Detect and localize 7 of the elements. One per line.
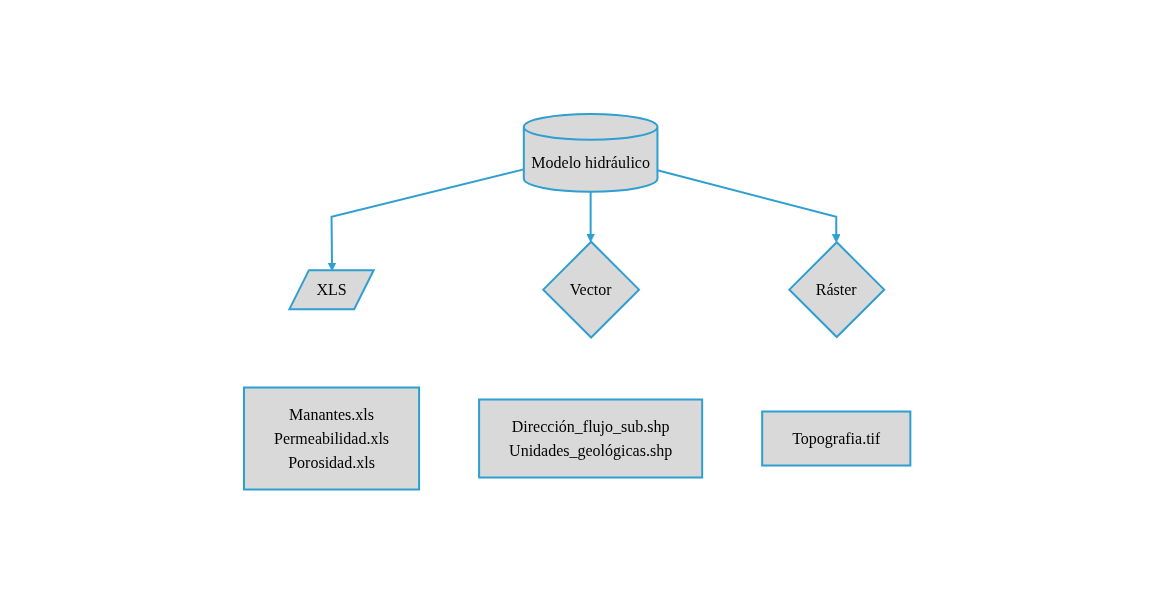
node-diamond: Ráster bbox=[788, 240, 886, 339]
arrow bbox=[586, 190, 596, 242]
node-diamond: Vector bbox=[542, 240, 641, 339]
node-box: Manantes.xls Permeabilidad.xls Porosidad.xls bbox=[243, 386, 421, 491]
node-box: Dirección_flujo_sub.shp Unidades_geológicas.shp bbox=[478, 398, 704, 479]
node-box: Topografia.tif bbox=[761, 410, 912, 467]
arrow bbox=[656, 169, 841, 243]
